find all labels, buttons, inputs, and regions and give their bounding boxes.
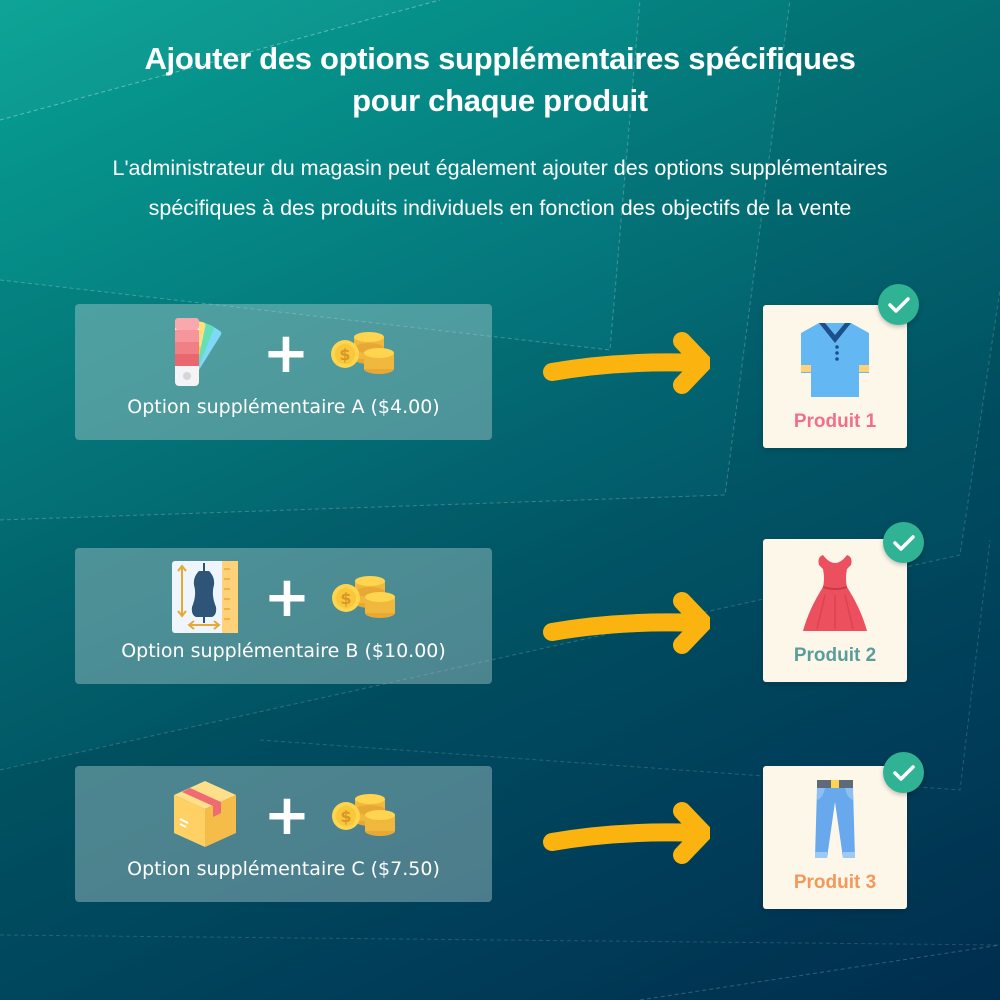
product-label: Produit 1	[793, 411, 877, 432]
plus-icon: +	[262, 321, 310, 386]
option-label: Option supplémentaire C ($7.50)	[127, 858, 440, 880]
option-card-a: + $ Option supplémentaire A ($4.00)	[75, 304, 492, 440]
checkmark-badge-icon	[878, 284, 919, 325]
svg-text:$: $	[340, 807, 351, 826]
plus-icon: +	[263, 783, 311, 848]
page-title: Ajouter des options supplémentaires spéc…	[0, 38, 1000, 122]
option-icons: + $	[75, 560, 492, 636]
title-line-1: Ajouter des options supplémentaires spéc…	[144, 41, 856, 76]
svg-text:$: $	[340, 589, 351, 608]
color-swatch-icon	[173, 314, 237, 394]
product-card-3: Produit 3	[763, 766, 907, 909]
option-card-b: + $ Option supplémentaire B ($10.00)	[75, 548, 492, 684]
product-label: Produit 2	[793, 645, 877, 666]
coins-icon: $	[330, 571, 396, 625]
package-box-icon	[172, 779, 238, 853]
option-label: Option supplémentaire B ($10.00)	[121, 640, 446, 662]
tailor-mannequin-icon	[171, 559, 238, 637]
arrow-right-icon	[543, 802, 710, 864]
svg-text:$: $	[339, 345, 350, 364]
polo-shirt-icon	[795, 317, 875, 403]
checkmark-badge-icon	[883, 522, 924, 563]
product-card-1: Produit 1	[763, 305, 907, 448]
option-label: Option supplémentaire A ($4.00)	[127, 396, 440, 418]
dress-icon	[795, 551, 875, 637]
option-icons: + $	[75, 778, 492, 854]
checkmark-badge-icon	[883, 752, 924, 793]
arrow-right-icon	[543, 592, 710, 654]
page-subtitle: L'administrateur du magasin peut égaleme…	[0, 148, 1000, 228]
option-card-c: + $ Option supplémentaire C ($7.50)	[75, 766, 492, 902]
product-card-2: Produit 2	[763, 539, 907, 682]
title-line-2: pour chaque produit	[352, 83, 648, 118]
arrow-right-icon	[543, 332, 710, 394]
coins-icon: $	[330, 789, 396, 843]
option-icons: + $	[75, 316, 492, 392]
plus-icon: +	[263, 565, 311, 630]
coins-icon: $	[329, 327, 395, 381]
jeans-icon	[795, 778, 875, 864]
subtitle-line-2: spécifiques à des produits individuels e…	[148, 196, 852, 220]
product-label: Produit 3	[793, 872, 877, 893]
subtitle-line-1: L'administrateur du magasin peut égaleme…	[112, 156, 888, 180]
